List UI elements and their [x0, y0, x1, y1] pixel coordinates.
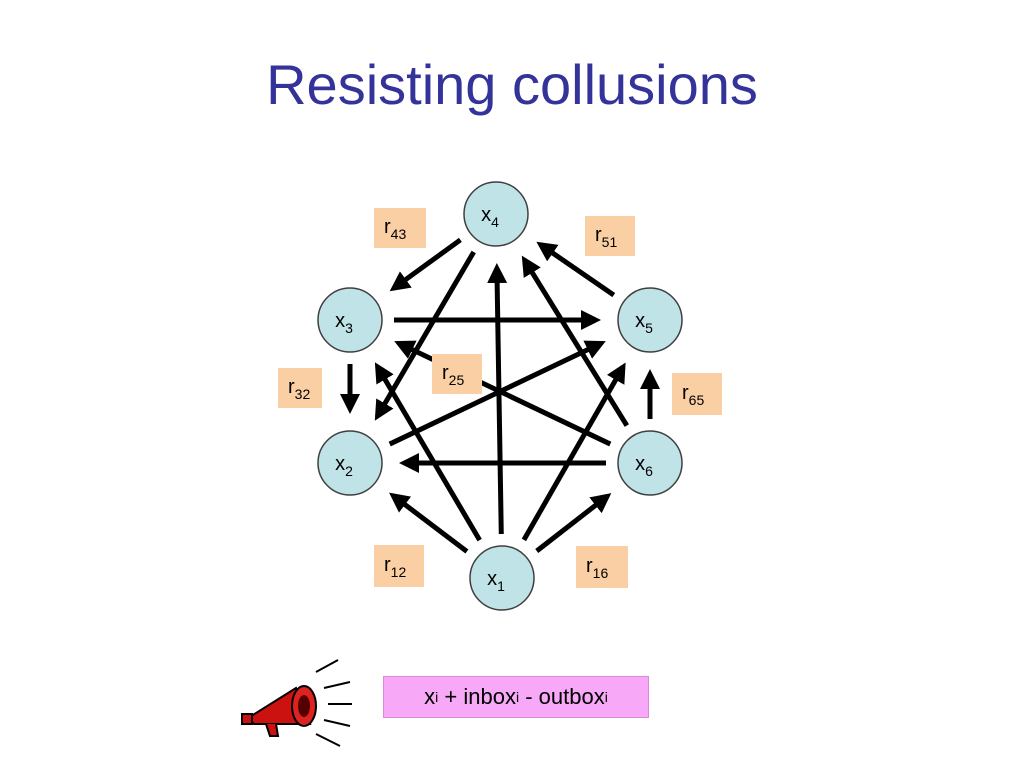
rate-subscript: 65: [689, 392, 705, 408]
edge-x5-x4: [536, 241, 616, 298]
node-subscript: 5: [645, 320, 653, 336]
rate-box-bg: [374, 208, 426, 248]
formula-plus: +: [438, 684, 464, 709]
edge-x4-x3: [389, 237, 462, 292]
formula-outbox-sub: i: [604, 689, 608, 705]
rate-r25: r25: [432, 354, 482, 394]
rate-box-bg: [672, 373, 722, 415]
rate-subscript: 51: [602, 234, 618, 250]
edge-x1-x4: [487, 262, 508, 535]
node-circle: [463, 181, 529, 247]
rate-subscript: 25: [449, 372, 465, 388]
edge-x2-x5: [388, 340, 606, 447]
node-subscript: 2: [345, 463, 353, 479]
rate-subscript: 43: [391, 226, 407, 242]
rate-box-bg: [576, 546, 628, 588]
rate-box-bg: [374, 545, 424, 587]
rate-subscript: 16: [593, 565, 609, 581]
formula-outbox: outbox: [538, 684, 605, 709]
node-circle: [469, 545, 535, 611]
edge-x1-x6: [535, 493, 612, 553]
edge-x6-x3: [394, 340, 612, 447]
edge-x6-x4: [521, 255, 629, 427]
rate-r32: r32: [278, 368, 322, 408]
node-subscript: 6: [645, 463, 653, 479]
formula-inbox-sub: i: [515, 689, 520, 705]
node-x4: x4: [463, 181, 529, 247]
node-x3: x3: [317, 287, 383, 353]
formula-minus: -: [519, 684, 539, 709]
rate-r12: r12: [374, 545, 424, 587]
node-x5: x5: [617, 287, 683, 353]
rate-r65: r65: [672, 373, 722, 415]
node-circle: [317, 287, 383, 353]
rate-r43: r43: [374, 208, 426, 248]
rate-box-bg: [585, 216, 635, 256]
slide-title: Resisting collusions: [266, 53, 758, 116]
node-x1: x1: [469, 545, 535, 611]
edge-x1-x3: [374, 362, 482, 542]
edges: [340, 237, 660, 554]
rate-box-bg: [278, 368, 322, 408]
node-subscript: 4: [491, 214, 499, 230]
formula-x: x: [424, 684, 436, 709]
nodes: x4 x3 x5 x2 x6 x1: [317, 181, 683, 611]
formula-x-sub: i: [435, 689, 439, 705]
rate-subscript: 32: [295, 386, 311, 402]
rate-subscript: 12: [391, 564, 407, 580]
node-x2: x2: [317, 430, 383, 496]
megaphone-icon: [241, 659, 352, 747]
rate-box-bg: [432, 354, 482, 394]
rate-r16: r16: [576, 546, 628, 588]
rate-r51: r51: [585, 216, 635, 256]
node-subscript: 3: [345, 320, 353, 336]
rate-labels: r43 r51 r32 r25 r65 r12 r16: [278, 208, 722, 588]
node-circle: [617, 430, 683, 496]
edge-x1-x2: [389, 492, 469, 554]
node-circle: [617, 287, 683, 353]
node-circle: [317, 430, 383, 496]
formula-inbox: inbox: [463, 684, 516, 709]
node-x6: x6: [617, 430, 683, 496]
node-subscript: 1: [497, 578, 505, 594]
